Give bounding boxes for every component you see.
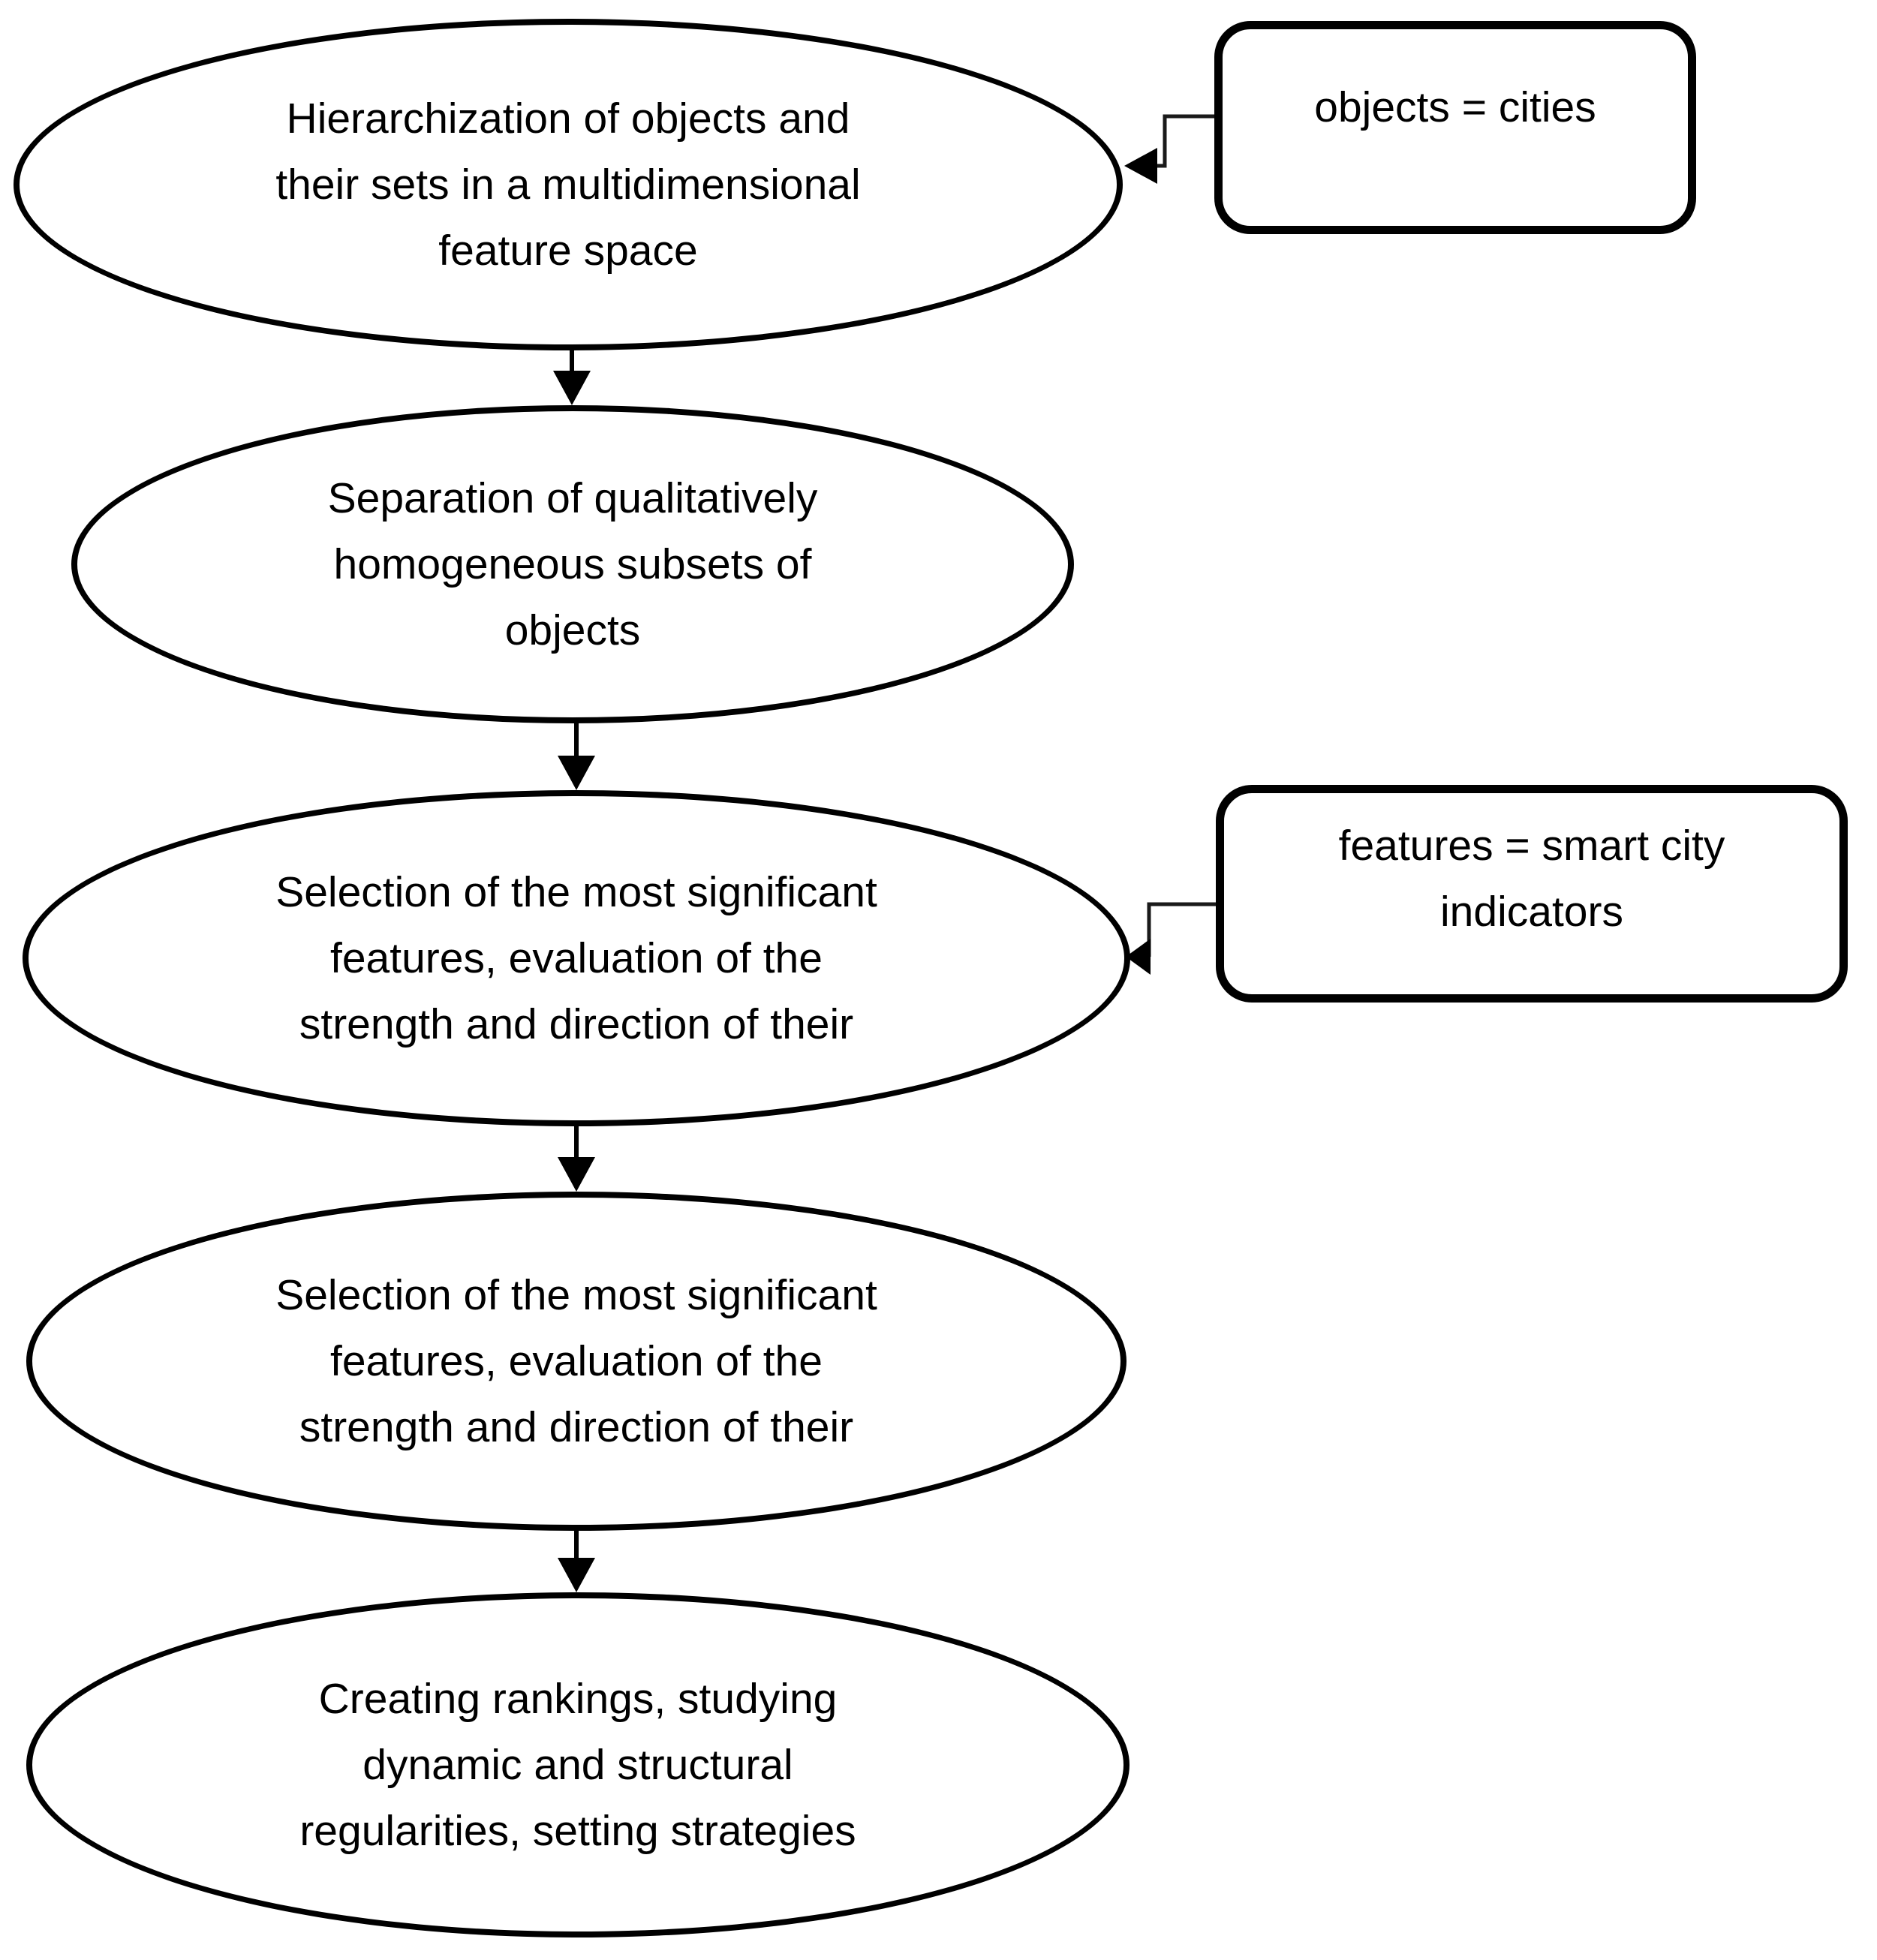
step-text-line: Creating rankings, studying [318,1675,838,1723]
step-text: Creating rankings, studying dynamic and … [299,1666,856,1864]
callout-text-line: indicators [1440,888,1623,936]
step-text-line: homogeneous subsets of [333,540,812,588]
flow-arrow-down-3 [558,1124,595,1192]
step-text-line: dynamic and structural [362,1741,793,1789]
callout-text: features = smart city indicators [1339,813,1725,945]
step-text-line: Separation of qualitatively [327,474,818,522]
callout-features-indicators: features = smart city indicators [1216,785,1848,1003]
step-ellipse-separation: Separation of qualitatively homogeneous … [71,405,1074,723]
step-text-line: regularities, setting strategies [299,1807,856,1855]
callout-objects-cities: objects = cities [1214,21,1696,234]
arrowhead-down-icon [558,1558,595,1592]
arrowhead-down-icon [553,371,591,405]
arrowhead-left-icon [1124,148,1157,184]
step-text-line: objects [504,606,641,654]
callout-connector-1 [1124,114,1214,184]
step-ellipse-hierarchization: Hierarchization of objects and their set… [14,19,1123,350]
callout-text: objects = cities [1314,74,1596,140]
step-text-line: strength and direction of their [299,1403,854,1451]
step-text: Selection of the most significant featur… [275,859,877,1057]
arrowhead-down-icon [558,756,595,790]
step-text-line: Selection of the most significant [275,868,877,916]
arrowhead-down-icon [558,1157,595,1192]
callout-text-line: features = smart city [1338,822,1725,870]
step-text-line: Selection of the most significant [275,1271,877,1319]
flow-arrow-down-1 [553,347,591,405]
step-ellipse-feature-selection-1: Selection of the most significant featur… [23,790,1130,1126]
callout-connector-2 [1126,902,1216,975]
step-text: Hierarchization of objects and their set… [275,86,860,284]
callout-text-line: objects = cities [1314,83,1596,131]
flow-arrow-down-4 [558,1529,595,1592]
step-text-line: strength and direction of their [299,1000,854,1048]
step-ellipse-rankings: Creating rankings, studying dynamic and … [26,1592,1130,1937]
step-text: Separation of qualitatively homogeneous … [328,465,818,663]
flow-arrow-down-2 [558,721,595,790]
step-text-line: Hierarchization of objects and [286,95,850,143]
step-text-line: their sets in a multidimensional [275,161,861,209]
step-text: Selection of the most significant featur… [275,1262,877,1460]
step-ellipse-feature-selection-2: Selection of the most significant featur… [26,1192,1127,1531]
step-text-line: features, evaluation of the [330,934,823,982]
step-text-line: features, evaluation of the [330,1337,823,1385]
step-text-line: feature space [438,227,698,275]
